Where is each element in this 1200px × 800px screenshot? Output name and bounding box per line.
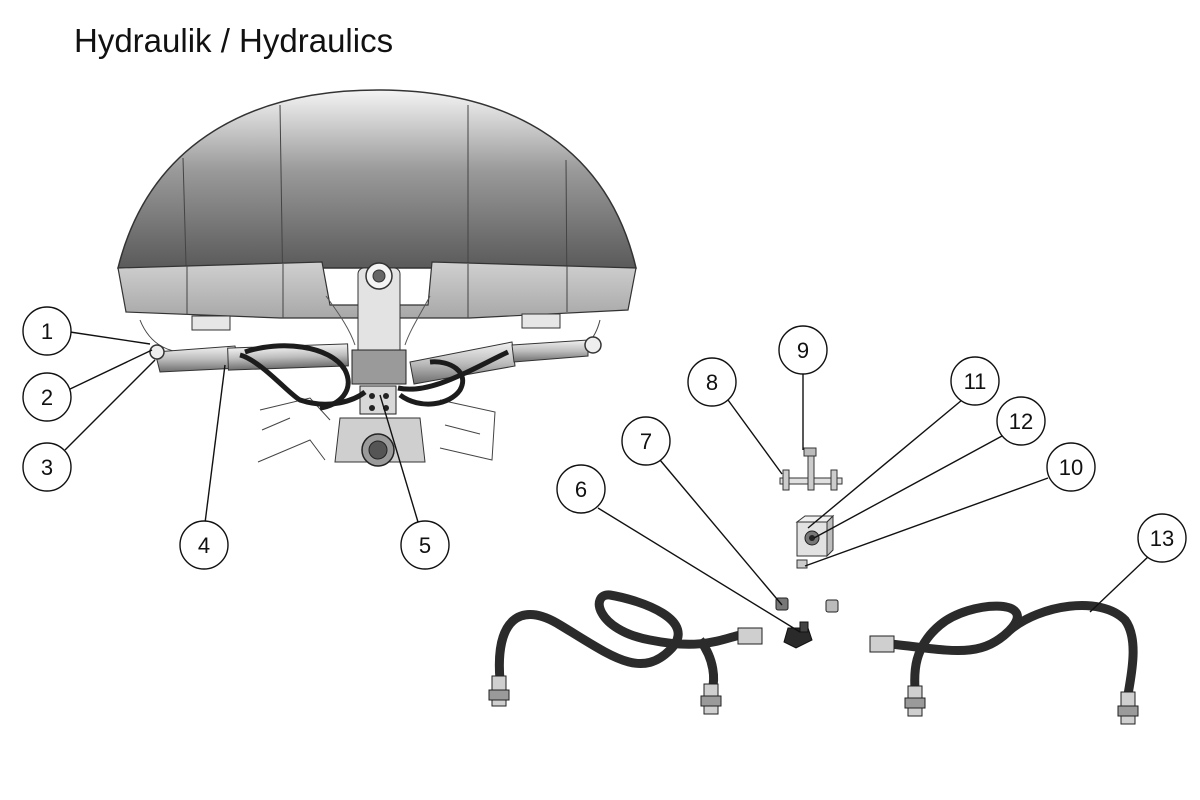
hydraulic-hose-left: [488, 590, 763, 715]
leader-5: [379, 394, 419, 523]
callout-label: 12: [1009, 409, 1033, 434]
manifold-bracket: [779, 447, 843, 491]
callout-circle: [22, 306, 72, 356]
fittings: [775, 597, 839, 649]
callout-2: 2: [22, 372, 72, 422]
callout-label: 11: [964, 369, 987, 394]
leader-8: [727, 399, 783, 475]
callout-circle: [556, 464, 606, 514]
callout-circle: [996, 396, 1046, 446]
callout-label: 13: [1150, 526, 1174, 551]
callout-8: 8: [687, 357, 737, 407]
leader-13: [1089, 554, 1151, 613]
valve-block: [795, 514, 835, 569]
callout-circle: [1137, 513, 1187, 563]
callout-3: 3: [22, 442, 72, 492]
callout-1: 1: [22, 306, 72, 356]
callout-4: 4: [179, 520, 229, 570]
callout-label: 1: [41, 319, 53, 344]
callout-6: 6: [556, 464, 606, 514]
leader-lines: [64, 331, 1151, 633]
diagram-title: Hydraulik / Hydraulics: [74, 22, 394, 59]
callout-13: 13: [1137, 513, 1187, 563]
callout-circle: [687, 357, 737, 407]
callout-circle: [1046, 442, 1096, 492]
callout-label: 10: [1059, 455, 1083, 480]
leader-1: [69, 331, 151, 345]
plough-assembly: [117, 89, 637, 467]
leader-10: [804, 477, 1049, 567]
callout-circle: [22, 372, 72, 422]
callout-label: 6: [575, 477, 587, 502]
callout-circle: [22, 442, 72, 492]
plough-blade: [117, 89, 637, 269]
leader-4: [204, 364, 226, 524]
callout-5: 5: [400, 520, 450, 570]
callout-10: 10: [1046, 442, 1096, 492]
leader-3: [64, 359, 156, 451]
callout-label: 7: [640, 429, 652, 454]
callout-circle: [179, 520, 229, 570]
callout-circle: [950, 356, 1000, 406]
callout-circle: [778, 325, 828, 375]
callout-label: 3: [41, 455, 53, 480]
callout-circle: [621, 416, 671, 466]
callout-label: 2: [41, 385, 53, 410]
callout-label: 5: [419, 533, 431, 558]
callout-11: 11: [950, 356, 1000, 406]
leader-6: [597, 507, 801, 633]
callout-9: 9: [778, 325, 828, 375]
leader-11: [807, 399, 963, 529]
hydraulic-hose-right: [869, 601, 1139, 725]
leader-12: [813, 435, 1003, 539]
callout-label: 9: [797, 338, 809, 363]
callout-7: 7: [621, 416, 671, 466]
leader-7: [659, 459, 783, 606]
leader-2: [67, 349, 153, 391]
callout-12: 12: [996, 396, 1046, 446]
callout-circle: [400, 520, 450, 570]
callout-label: 4: [198, 533, 210, 558]
callout-label: 8: [706, 370, 718, 395]
